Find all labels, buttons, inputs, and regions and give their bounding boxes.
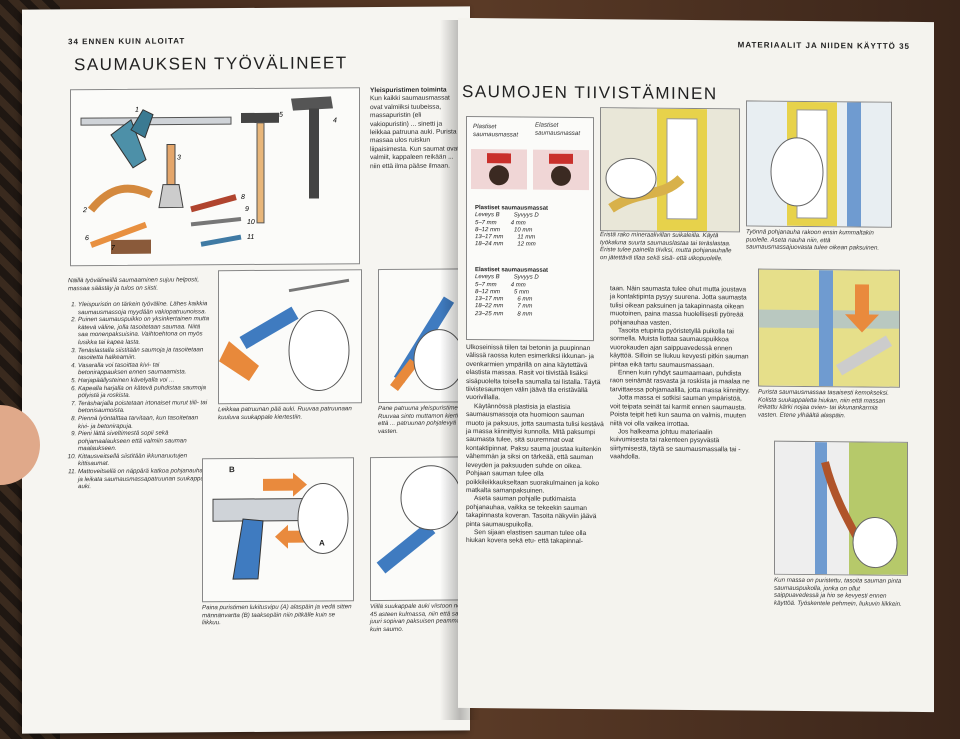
tool-list-item: Yleispuristin on tärkein työväline. Lähe… [78, 300, 210, 316]
tool-list-item: Kittausveitsellä siistitään ikkunaruutuj… [78, 452, 210, 468]
svg-text:7: 7 [111, 245, 116, 252]
paragraph: Käytännössä plastisia ja elastisia sauma… [466, 402, 604, 495]
right-page: MATERIAALIT JA NIIDEN KÄYTTÖ 35 SAUMOJEN… [458, 17, 934, 713]
paragraph: taan. Näin saumasta tulee ohut mutta jou… [610, 285, 747, 327]
photo-caption-1: Eristä rako mineraalivillan suikaleilla.… [600, 231, 732, 263]
paragraph: Tasoita etupinta pyöristetyllä puikolla … [610, 327, 749, 369]
cell: 4 mm [510, 219, 526, 227]
cell: 8 mm [517, 311, 533, 318]
tool-list-item: Kapealla harjalla on kätevä puhdistaa sa… [78, 384, 210, 400]
svg-text:9: 9 [245, 206, 249, 213]
step-illustration-2 [378, 268, 470, 404]
photo-insulation [600, 107, 740, 233]
tool-list-item: Mattoveitsellä on näppärä katkoa pohjana… [78, 467, 210, 491]
tool-list-item: Pieni lättä siveltimestä sopii sekä pohj… [78, 429, 210, 453]
step-illustration-3: B A [202, 457, 354, 603]
tool-list-item: Vasaralla voi tasoittaa kivi- tai betoni… [78, 361, 210, 377]
cell: 6 mm [517, 296, 533, 303]
tool-list: Yleispuristin on tärkein työväline. Lähe… [68, 300, 210, 491]
tools-intro: Näillä työvälineillä saumaaminen sujuu h… [68, 276, 200, 292]
cell: 7 mm [517, 303, 533, 311]
tool-list-item: Teräsharjalla poistetaan irtonaiset muru… [78, 399, 210, 415]
svg-text:1: 1 [135, 107, 139, 114]
svg-text:5: 5 [279, 112, 283, 119]
photo-tooling [774, 440, 908, 576]
left-page-title: SAUMAUKSEN TYÖVÄLINEET [74, 53, 348, 75]
svg-text:11: 11 [247, 234, 254, 241]
left-running-head: 34 ENNEN KUIN ALOITAT [68, 36, 186, 47]
tool-list-item: Tenäslastalla siistitään saumoja ja taso… [78, 346, 210, 362]
photo-caption-4: Kun massa on puristettu, tasoita sauman … [774, 576, 902, 608]
svg-text:8: 8 [241, 194, 245, 201]
paragraph: Aseta sauman pohjalle putkimaista pohjan… [466, 495, 597, 529]
paragraph: Sen sijaan elastisen sauman tulee olla h… [466, 529, 587, 546]
step-illustration-1 [218, 269, 362, 405]
cell: 18–24 mm [475, 241, 504, 248]
paragraph: Jotta massa ei sotkisi sauman ympäristöä… [610, 394, 746, 428]
cell: 4 mm [510, 281, 526, 289]
photo-caulking [758, 268, 900, 388]
paragraph: Jos halkeama johtuu materiaalin kuivumis… [610, 428, 741, 461]
plastic-joint-head: Plastiset saumausmassat [473, 123, 519, 139]
svg-text:2: 2 [82, 207, 87, 214]
cell: 5 mm [514, 289, 530, 296]
body-column-2: taan. Näin saumasta tulee ohut mutta jou… [610, 285, 750, 463]
cell: 12 mm [517, 241, 536, 249]
photo-caption-3: Purista saumausmassaa tasaisesti kemokse… [758, 388, 890, 420]
tool-list-item: Puinen saumauspuikko on yksinkertainen m… [78, 315, 210, 346]
photo-backer-rod [746, 100, 892, 228]
paragraph: Ennen kuin ryhdyt saumaamaan, puhdista r… [610, 369, 750, 395]
right-page-title: SAUMOJEN TIIVISTÄMINEN [462, 81, 718, 104]
label-b: B [229, 465, 235, 475]
svg-text:4: 4 [333, 117, 337, 124]
tool-list-item: Piennä lyöntalttaa tarvitaan, kun tasoit… [78, 414, 210, 430]
step-illustration-4 [370, 456, 470, 602]
caption-1: Leikkaa patruunan pää auki. Ruuvaa patru… [218, 405, 352, 421]
right-running-head: MATERIAALIT JA NIIDEN KÄYTTÖ 35 [737, 40, 910, 51]
body-column-1: Ulkoseinissä tiilen tai betonin ja puupi… [466, 344, 604, 547]
label-a: A [319, 538, 325, 548]
left-page: 34 ENNEN KUIN ALOITAT SAUMAUKSEN TYÖVÄLI… [22, 6, 470, 734]
cell: 23–25 mm [475, 310, 504, 318]
svg-text:10: 10 [247, 219, 255, 226]
paragraph: Ulkoseinissä tiilen tai betonin ja puupi… [466, 343, 601, 402]
svg-text:6: 6 [85, 235, 89, 242]
svg-text:3: 3 [177, 154, 181, 161]
tools-illustration: 1 2 3 4 5 6 7 8 9 10 11 [70, 87, 360, 267]
joint-table-panel: Plastiset saumausmassat Elastiset saumau… [466, 115, 594, 342]
caption-3: Paina puristimen lukitusvipu (A) alaspäi… [202, 603, 352, 627]
elastic-joint-head: Elastiset saumausmassat [535, 121, 581, 137]
photo-caption-2: Työnnä pohjanauha rakoon ensin kummaltak… [746, 228, 880, 252]
